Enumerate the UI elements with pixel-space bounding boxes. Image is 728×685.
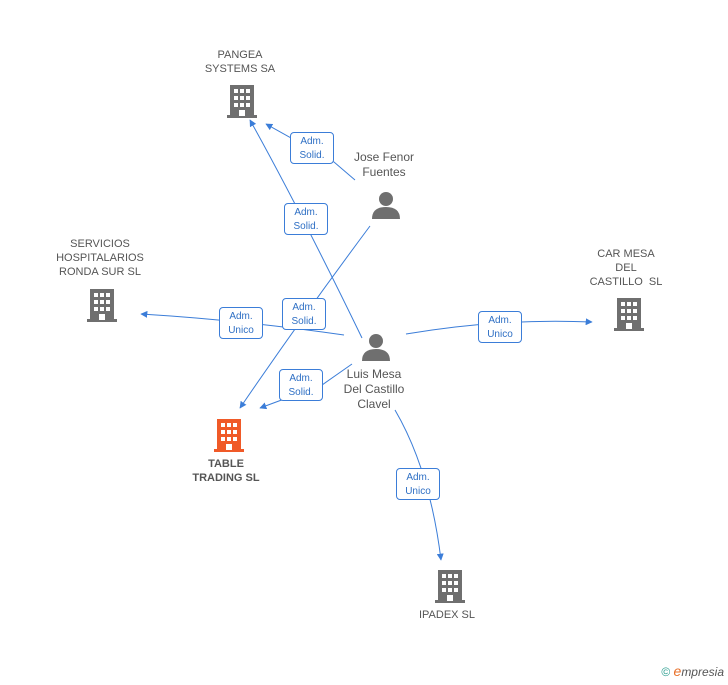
badge-line: Unico — [405, 486, 431, 497]
badge-line: Solid. — [291, 316, 317, 327]
node-label-table[interactable]: TABLE TRADING SL — [176, 457, 276, 485]
badge-line: Adm. — [292, 302, 316, 313]
badge-line: Adm. — [294, 207, 318, 218]
building-icon[interactable] — [613, 296, 645, 332]
node-line: DEL — [615, 262, 637, 274]
node-line: TABLE — [208, 458, 244, 470]
relation-badge[interactable]: Adm. Unico — [396, 468, 440, 500]
person-icon[interactable] — [371, 190, 401, 220]
node-line: Luis Mesa — [346, 367, 402, 381]
relation-badge[interactable]: Adm. Solid. — [284, 203, 328, 235]
badge-line: Solid. — [293, 221, 319, 232]
node-label-servicios[interactable]: SERVICIOS HOSPITALARIOS RONDA SUR SL — [45, 237, 155, 279]
building-icon[interactable] — [212, 417, 246, 453]
node-label-pangea[interactable]: PANGEA SYSTEMS SA — [190, 48, 290, 76]
node-line: CASTILLO SL — [589, 276, 663, 288]
node-line: SYSTEMS SA — [204, 63, 276, 75]
node-label-jose[interactable]: Jose Fenor Fuentes — [334, 150, 434, 180]
node-line: Jose Fenor — [353, 150, 415, 164]
node-line: Fuentes — [362, 165, 406, 179]
brand-logo[interactable]: empresia — [673, 663, 724, 679]
node-line: CAR MESA — [597, 248, 655, 260]
relation-badge[interactable]: Adm. Unico — [219, 307, 263, 339]
badge-line: Adm. — [488, 315, 512, 326]
building-icon[interactable] — [226, 83, 258, 119]
node-label-luis[interactable]: Luis Mesa Del Castillo Clavel — [324, 367, 424, 412]
badge-line: Adm. — [229, 311, 253, 322]
badge-line: Adm. — [289, 373, 313, 384]
badge-line: Unico — [228, 325, 254, 336]
node-line: RONDA SUR SL — [59, 266, 141, 278]
person-icon[interactable] — [361, 332, 391, 362]
badge-line: Adm. — [300, 136, 324, 147]
badge-line: Unico — [487, 329, 513, 340]
node-line: Clavel — [357, 397, 391, 411]
building-icon[interactable] — [434, 568, 466, 604]
copyright-symbol: © — [661, 665, 671, 679]
relation-badge[interactable]: Adm. Solid. — [282, 298, 326, 330]
node-line: Del Castillo — [343, 382, 405, 396]
node-line: HOSPITALARIOS — [56, 252, 144, 264]
edge-jose-pangea — [265, 123, 356, 181]
brand-initial: e — [673, 663, 682, 679]
node-line: IPADEX SL — [418, 609, 476, 621]
copyright-notice: © empresia — [661, 663, 724, 679]
building-icon[interactable] — [86, 287, 118, 323]
node-line: SERVICIOS — [70, 238, 130, 250]
relation-badge[interactable]: Adm. Unico — [478, 311, 522, 343]
badge-line: Adm. — [406, 472, 430, 483]
node-label-carmesa[interactable]: CAR MESA DEL CASTILLO SL — [576, 247, 676, 289]
node-line: TRADING SL — [192, 472, 260, 484]
node-label-ipadex[interactable]: IPADEX SL — [397, 608, 497, 622]
relation-badge[interactable]: Adm. Solid. — [290, 132, 334, 164]
node-line: PANGEA — [217, 49, 263, 61]
relation-badge[interactable]: Adm. Solid. — [279, 369, 323, 401]
brand-rest: mpresia — [681, 665, 724, 679]
badge-line: Solid. — [288, 387, 314, 398]
badge-line: Solid. — [299, 150, 325, 161]
